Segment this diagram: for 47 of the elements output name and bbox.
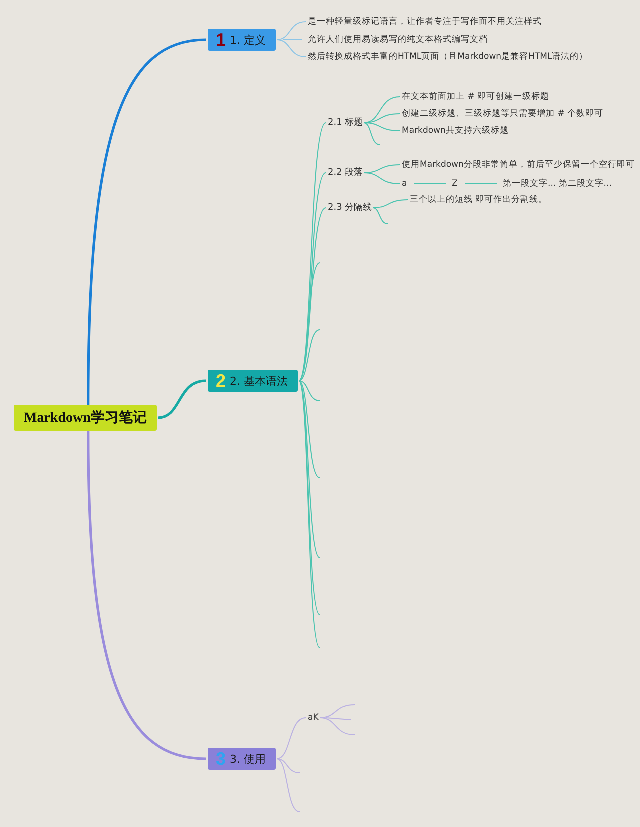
leaf-text: 三个以上的短线 即可作出分割线。 xyxy=(410,194,548,206)
branch-line xyxy=(276,758,300,774)
topic-label: 3. 使用 xyxy=(230,752,266,766)
leaf-text: a xyxy=(402,178,408,190)
leaf-text: 创建二级标题、三级标题等只需要增加 # 个数即可 xyxy=(402,108,604,120)
topic-box xyxy=(208,29,276,51)
topic-number: 1 xyxy=(216,30,226,50)
branch-line xyxy=(158,380,206,420)
topic-label: 2. 基本语法 xyxy=(230,374,288,388)
leaf-text: 使用Markdown分段非常简单，前后至少保留一个空行即可 xyxy=(402,159,635,171)
branch-line xyxy=(372,208,388,224)
branch-line xyxy=(298,262,320,382)
branch-line xyxy=(364,122,380,146)
branch-line xyxy=(320,718,356,736)
branch-line xyxy=(298,380,320,478)
branch-line xyxy=(372,200,408,208)
leaf-text: 是一种轻量级标记语言，让作者专注于写作而不用关注样式 xyxy=(308,16,542,28)
branch-line xyxy=(87,430,206,760)
branch-line xyxy=(298,380,320,558)
leaf-text: 允许人们使用易读易写的纯文本格式编写文档 xyxy=(308,34,488,46)
branch-line xyxy=(364,96,400,124)
leaf-text: Markdown共支持六级标题 xyxy=(402,125,509,137)
branch-line xyxy=(298,330,320,382)
leaf-text: Z xyxy=(452,178,458,190)
topic-box xyxy=(208,370,298,392)
leaf-text: aK xyxy=(308,712,319,724)
subtopic-label: 2.2 段落 xyxy=(328,167,364,179)
branch-line xyxy=(326,718,352,720)
topic-number: 3 xyxy=(216,749,226,769)
subtopic-label: 2.1 标题 xyxy=(328,117,364,129)
central-topic: Markdown学习笔记 xyxy=(14,405,157,431)
topic-number: 2 xyxy=(216,371,226,391)
subtopic-label: 2.3 分隔线 xyxy=(328,202,372,214)
leaf-text: 在文本前面加上 # 即可创建一级标题 xyxy=(402,91,550,103)
branch-line xyxy=(276,22,306,40)
branch-line xyxy=(298,122,326,382)
branch-line xyxy=(298,380,320,402)
branch-line xyxy=(364,122,400,132)
branch-line xyxy=(276,718,306,760)
topic-label: 1. 定义 xyxy=(230,32,266,48)
topic-box xyxy=(208,748,276,770)
branch-line xyxy=(87,38,206,406)
branch-line xyxy=(364,172,400,184)
branch-line xyxy=(276,40,306,58)
branch-line xyxy=(276,758,300,812)
leaf-text: 然后转换成格式丰富的HTML页面（且Markdown是兼容HTML语法的） xyxy=(308,51,588,63)
leaf-text: 第一段文字... 第二段文字... xyxy=(503,178,612,190)
